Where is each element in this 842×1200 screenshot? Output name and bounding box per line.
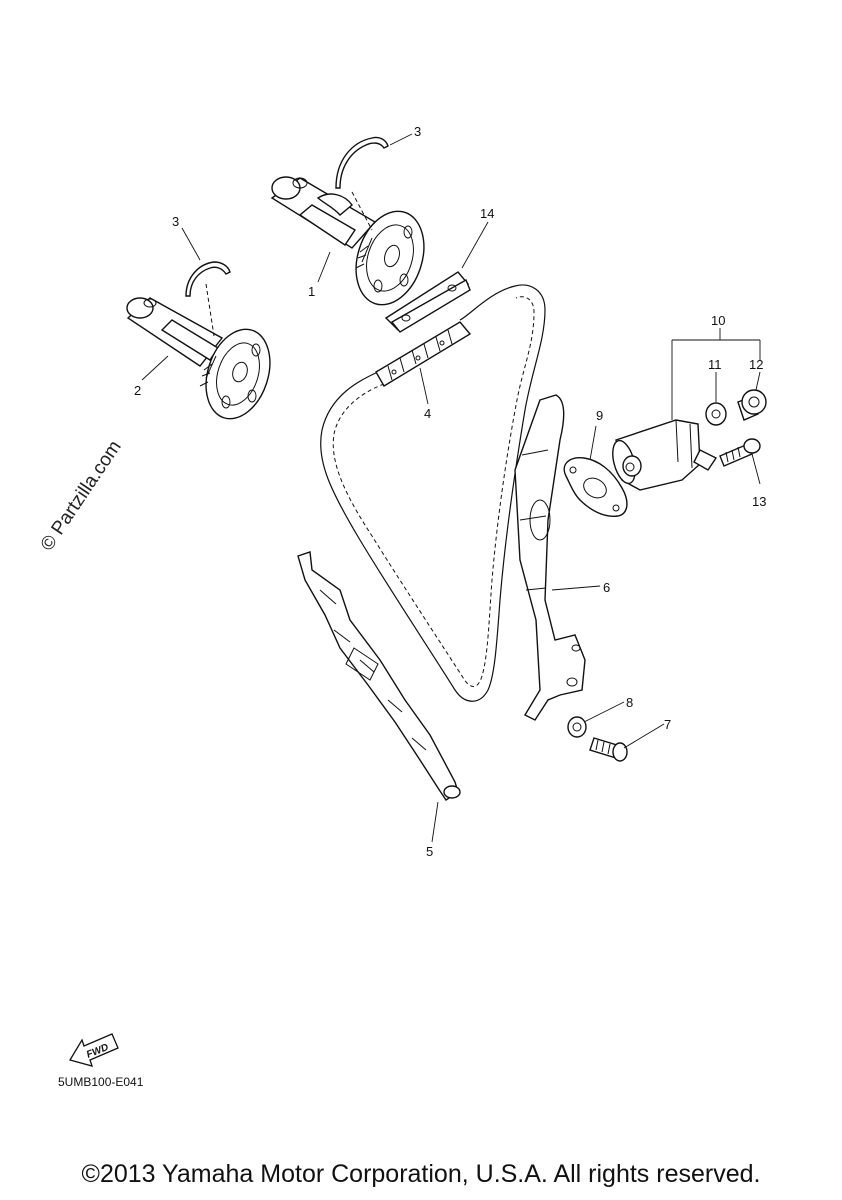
- plug-bolt-12[interactable]: [737, 389, 767, 421]
- forward-arrow-icon: FWD: [69, 1033, 119, 1067]
- callout-1: 1: [308, 284, 315, 299]
- washer-11[interactable]: [705, 402, 727, 426]
- callout-3-upper: 3: [414, 124, 421, 139]
- bolt-7[interactable]: [589, 737, 628, 762]
- chain-guide-top[interactable]: [384, 271, 471, 333]
- callout-9: 9: [596, 408, 603, 423]
- callout-2: 2: [134, 383, 141, 398]
- camshaft-lower[interactable]: [126, 297, 281, 427]
- cam-chain-tensioner[interactable]: [609, 419, 718, 491]
- callout-13: 13: [752, 494, 766, 509]
- callout-12: 12: [749, 357, 763, 372]
- chain-guide-tensioner[interactable]: [514, 394, 586, 721]
- callout-7: 7: [664, 717, 671, 732]
- chain-guide-long[interactable]: [297, 551, 461, 801]
- callout-10: 10: [711, 313, 725, 328]
- callout-8: 8: [626, 695, 633, 710]
- callout-14: 14: [480, 206, 494, 221]
- cam-clip-upper[interactable]: [335, 136, 389, 189]
- leader-lines: [141, 133, 761, 843]
- copyright-notice: ©2013 Yamaha Motor Corporation, U.S.A. A…: [81, 1160, 761, 1188]
- callout-4: 4: [424, 406, 431, 421]
- washer-8[interactable]: [567, 716, 587, 738]
- cam-clip-lower[interactable]: [185, 261, 231, 297]
- partzilla-watermark: © Partzilla.com: [37, 437, 126, 555]
- tensioner-gasket[interactable]: [563, 457, 628, 517]
- camshaft-upper[interactable]: [270, 176, 435, 314]
- cam-chain[interactable]: [320, 284, 546, 702]
- callout-11: 11: [708, 357, 722, 372]
- callout-3-lower: 3: [172, 214, 179, 229]
- callout-5: 5: [426, 844, 433, 859]
- callout-6: 6: [603, 580, 610, 595]
- diagram-code: 5UMB100-E041: [58, 1075, 144, 1089]
